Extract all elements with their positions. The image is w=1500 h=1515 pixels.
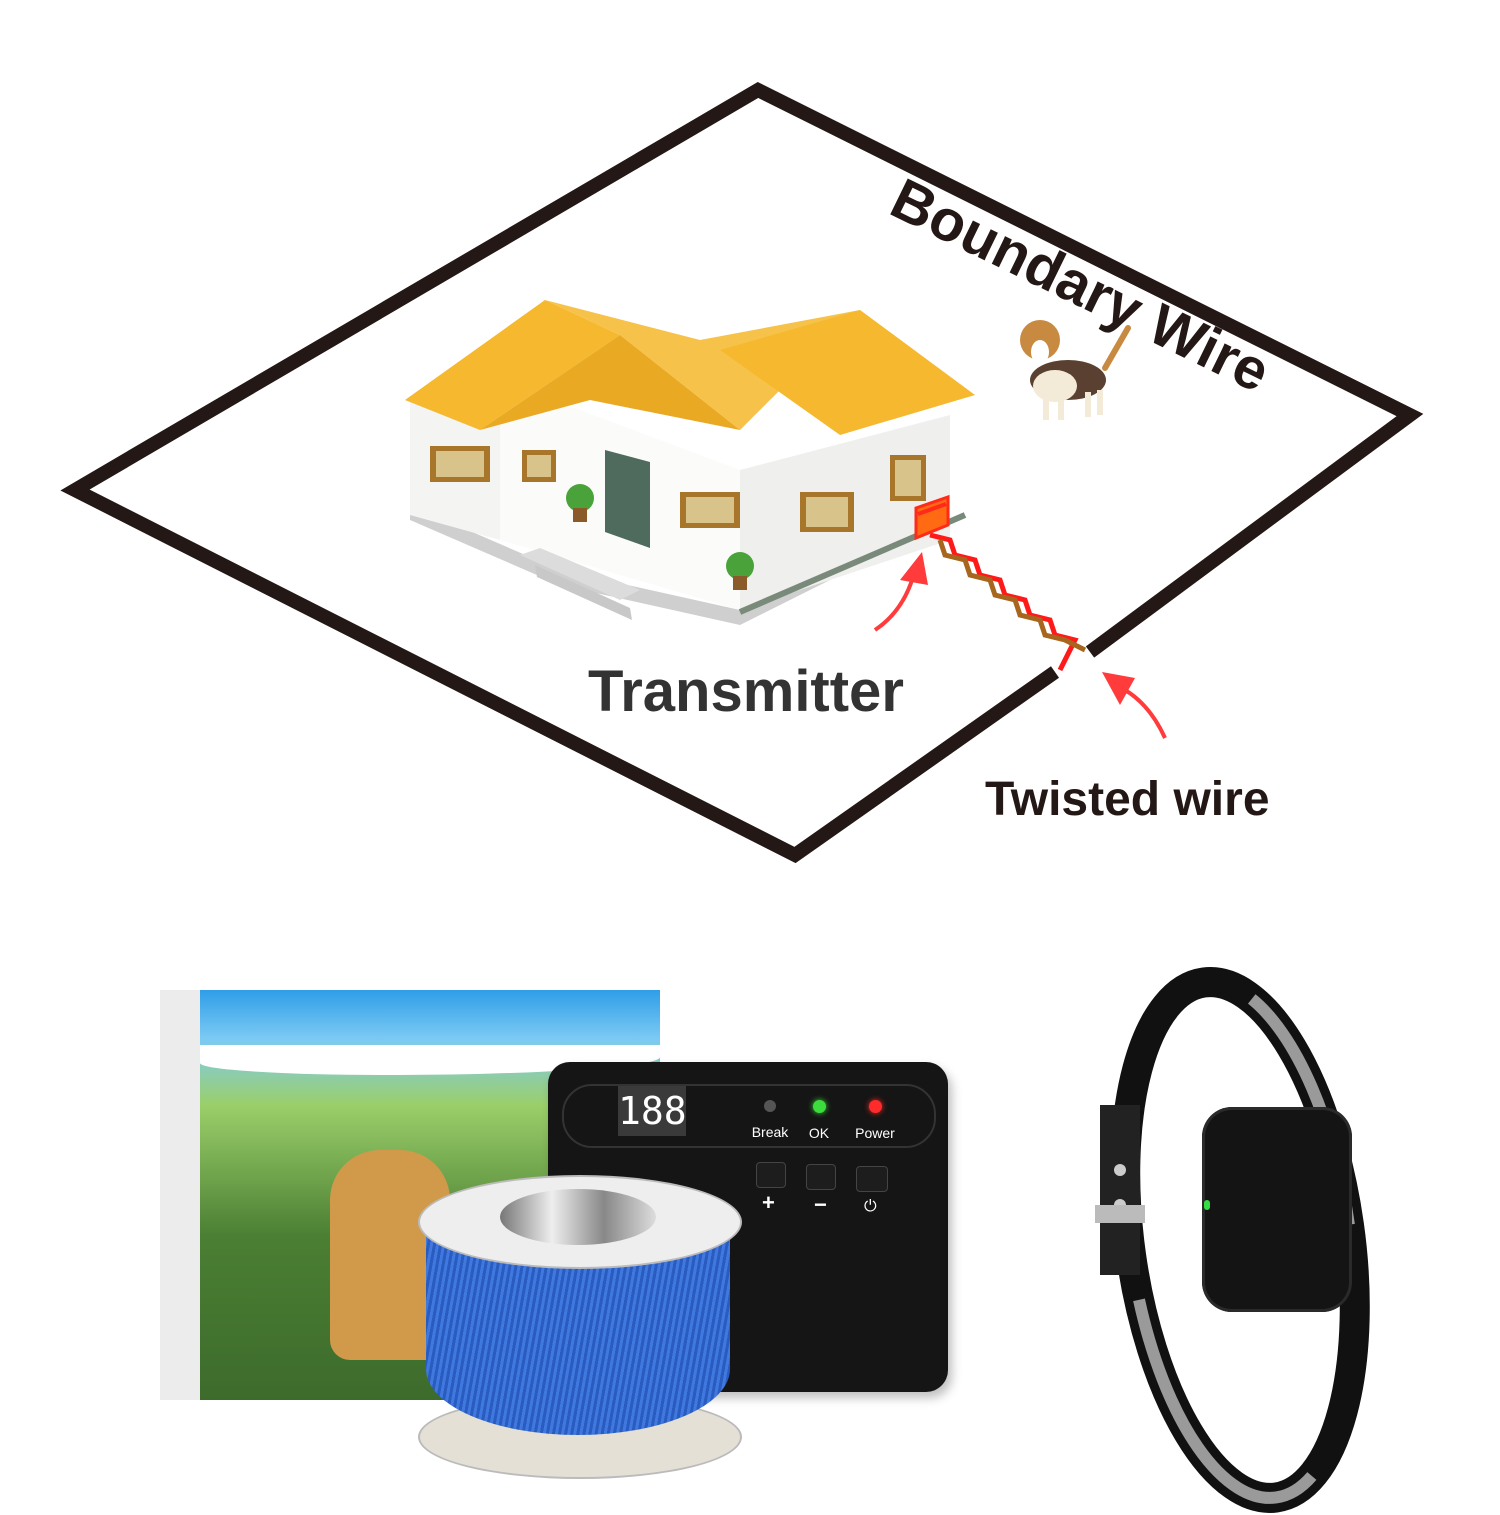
minus-button[interactable]	[806, 1164, 836, 1190]
transmitter-arrow-icon	[873, 552, 928, 632]
ok-label: OK	[808, 1125, 830, 1141]
wire-spool	[418, 1175, 742, 1480]
ok-led-icon	[812, 1100, 826, 1113]
plus-icon: +	[762, 1190, 775, 1215]
twisted-wire-arrow-icon	[1102, 672, 1167, 739]
plus-button[interactable]	[756, 1162, 786, 1188]
transmitter-box-icon	[914, 494, 950, 541]
collar-led-icon	[1204, 1200, 1210, 1210]
collar-receiver-body	[1202, 1107, 1352, 1312]
led-display: 188	[618, 1086, 687, 1136]
power-button[interactable]	[856, 1166, 888, 1192]
diagram-svg	[60, 82, 1424, 864]
indicator-power: Power	[850, 1100, 900, 1141]
boundary-wire	[60, 82, 1424, 864]
break-led-icon	[764, 1100, 776, 1112]
receiver-collar	[1080, 955, 1380, 1515]
power-symbol-icon: ⏻	[864, 1196, 877, 1215]
power-label: Power	[855, 1125, 895, 1141]
power-led-icon	[868, 1100, 882, 1113]
display-panel	[562, 1084, 936, 1148]
break-label: Break	[751, 1124, 789, 1140]
dog-illustration	[1020, 320, 1131, 420]
twisted-wire	[929, 532, 1087, 672]
minus-icon: −	[814, 1192, 827, 1217]
house-illustration	[405, 300, 975, 625]
twisted-wire-label: Twisted wire	[985, 773, 1270, 826]
transmitter-label: Transmitter	[588, 659, 904, 724]
indicator-break: Break	[750, 1100, 790, 1140]
indicator-ok: OK	[804, 1100, 834, 1141]
